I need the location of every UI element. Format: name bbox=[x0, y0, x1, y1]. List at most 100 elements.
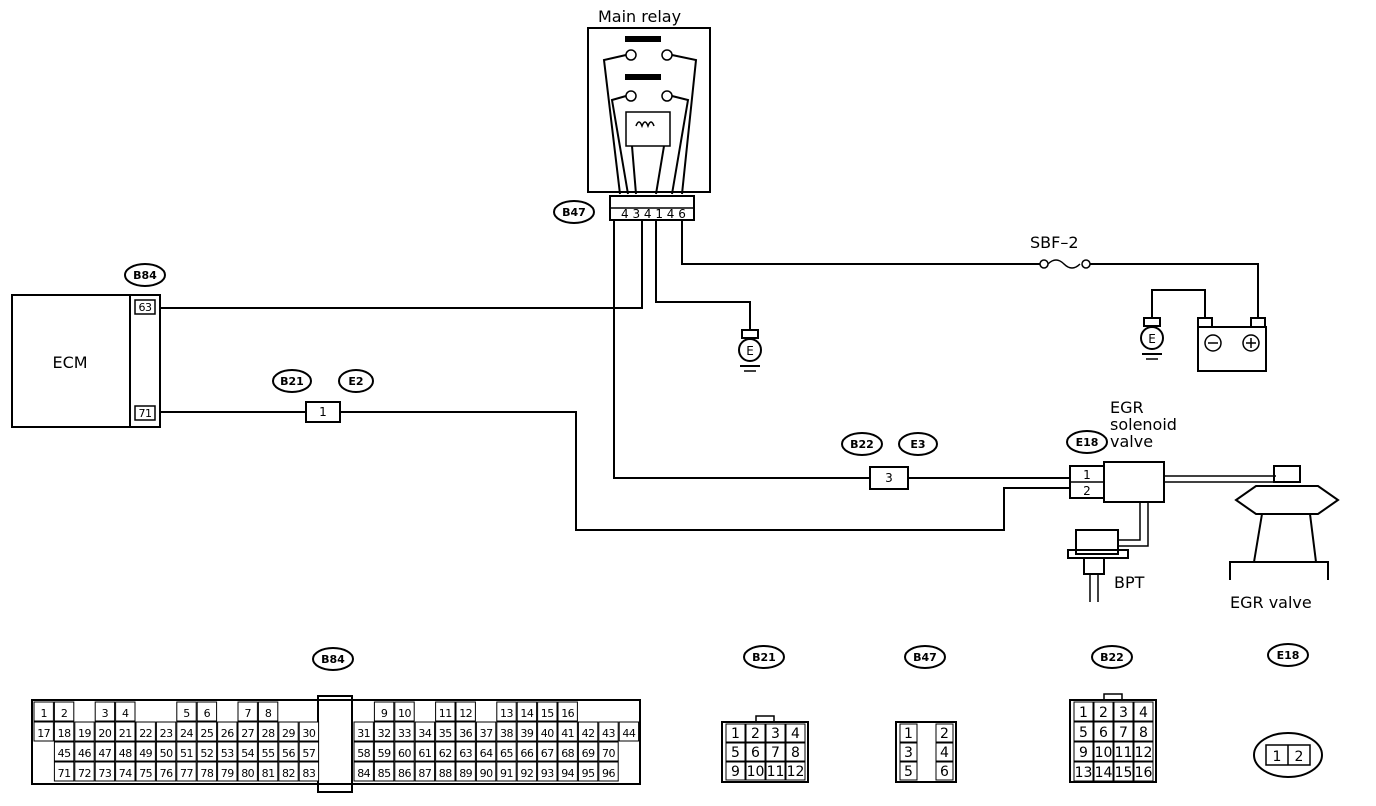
pin-cell bbox=[94, 701, 116, 722]
pin-number: 73 bbox=[98, 767, 111, 780]
pin-cell bbox=[196, 741, 218, 762]
bpt: BPT bbox=[1067, 529, 1145, 602]
fuse-label: SBF–2 bbox=[1030, 233, 1079, 252]
pin-cell bbox=[516, 721, 538, 742]
pin-number: 86 bbox=[398, 767, 411, 780]
pin-cell bbox=[598, 761, 619, 782]
pin-cell bbox=[537, 701, 558, 722]
pin-number: 2 bbox=[751, 726, 760, 742]
pin-number: 7 bbox=[1119, 725, 1128, 741]
ecm-pin-63-box bbox=[134, 299, 156, 315]
pin-cell bbox=[53, 721, 75, 742]
pin-cell bbox=[115, 741, 136, 762]
pin-cell bbox=[176, 721, 197, 742]
pin-number: 83 bbox=[302, 767, 315, 780]
face-b84-tag-oval bbox=[312, 647, 354, 671]
pin-number: 47 bbox=[98, 747, 111, 760]
pin-number: 17 bbox=[37, 727, 50, 740]
egr-solenoid-label-1: EGR bbox=[1110, 398, 1144, 417]
pin-cell bbox=[516, 741, 538, 762]
pin-cell bbox=[475, 761, 497, 782]
main-relay-label: Main relay bbox=[598, 7, 681, 26]
pin-number: 39 bbox=[520, 727, 533, 740]
pin-cell bbox=[785, 761, 806, 781]
pin-number: 5 bbox=[1079, 725, 1088, 741]
pin-number: 34 bbox=[418, 727, 431, 740]
fuse-element bbox=[1047, 259, 1081, 269]
b22-e3-housing bbox=[869, 466, 909, 490]
pin-number: 27 bbox=[241, 727, 254, 740]
pin-cell bbox=[1133, 741, 1154, 762]
battery-body bbox=[1197, 326, 1267, 372]
pin-number: 12 bbox=[787, 764, 805, 780]
pin-number: 9 bbox=[731, 764, 740, 780]
pin-number: 1 bbox=[731, 726, 740, 742]
pin-cell bbox=[33, 721, 54, 742]
pin-cell bbox=[53, 761, 75, 782]
pin-cell bbox=[237, 701, 258, 722]
pin-cell bbox=[237, 761, 258, 782]
pin-cell bbox=[414, 721, 436, 742]
pin-number: 92 bbox=[520, 767, 533, 780]
pin-cell bbox=[176, 701, 197, 722]
pin-cell bbox=[496, 741, 517, 762]
pin-cell bbox=[475, 741, 497, 762]
pin-number: 75 bbox=[139, 767, 152, 780]
face-b47-tag-text: B47 bbox=[913, 651, 937, 664]
pin-number: 89 bbox=[459, 767, 472, 780]
pin-cell bbox=[516, 761, 538, 782]
pin-cell bbox=[1113, 741, 1134, 762]
face-e18-pin-2: 2 bbox=[1295, 749, 1304, 765]
pin-number: 1 bbox=[1079, 705, 1088, 721]
pin-cell bbox=[745, 761, 766, 781]
face-b21-latch bbox=[755, 715, 775, 723]
pin-cell bbox=[557, 721, 578, 742]
ground-relay-symbol: E bbox=[746, 344, 754, 358]
pin-cell bbox=[414, 741, 436, 762]
pin-cell bbox=[373, 761, 395, 782]
pin-number: 12 bbox=[459, 707, 472, 720]
pin-number: 49 bbox=[139, 747, 152, 760]
pin-number: 52 bbox=[200, 747, 213, 760]
face-b47-housing bbox=[895, 721, 957, 783]
tag-e18-text: E18 bbox=[1076, 436, 1099, 449]
pin-cell bbox=[257, 701, 279, 722]
egr-valve-stem bbox=[1253, 513, 1317, 563]
pin-number: 74 bbox=[119, 767, 132, 780]
pin-cell bbox=[496, 701, 517, 722]
pin-cell bbox=[435, 761, 456, 782]
pin-cell bbox=[1073, 761, 1094, 782]
pin-cell bbox=[115, 721, 136, 742]
face-e18-tag-text: E18 bbox=[1277, 649, 1300, 662]
pin-cell bbox=[725, 742, 746, 762]
pin-number: 5 bbox=[731, 745, 740, 761]
pin-cell bbox=[765, 723, 786, 743]
tag-e18-oval bbox=[1066, 430, 1108, 454]
pin-number: 14 bbox=[520, 707, 533, 720]
pin-cell bbox=[496, 761, 517, 782]
connector-face-e18: E18 1 2 bbox=[1253, 643, 1323, 778]
pin-cell bbox=[899, 723, 918, 743]
pin-number: 82 bbox=[282, 767, 295, 780]
pin-number: 54 bbox=[241, 747, 254, 760]
pin-number: 5 bbox=[183, 707, 190, 720]
battery bbox=[1197, 317, 1267, 372]
pin-cell bbox=[155, 721, 177, 742]
pin-cell bbox=[373, 701, 395, 722]
pin-cell bbox=[1133, 761, 1154, 782]
tag-e2-text: E2 bbox=[348, 375, 363, 388]
pin-cell bbox=[155, 741, 177, 762]
egr-valve: EGR valve bbox=[1229, 465, 1340, 612]
face-b47-tag-oval bbox=[904, 645, 946, 669]
relay-wire-1 bbox=[602, 54, 627, 195]
face-b84-tag-text: B84 bbox=[321, 653, 345, 666]
battery-terminal-negative bbox=[1197, 317, 1213, 328]
pin-number: 19 bbox=[78, 727, 91, 740]
pin-cell bbox=[135, 761, 156, 782]
pin-number: 59 bbox=[378, 747, 391, 760]
pin-number: 15 bbox=[541, 707, 554, 720]
pin-number: 14 bbox=[1095, 765, 1113, 781]
main-relay: Main relay 4 3 4 1 4 6 bbox=[587, 7, 711, 221]
tag-e3-text: E3 bbox=[910, 438, 925, 451]
